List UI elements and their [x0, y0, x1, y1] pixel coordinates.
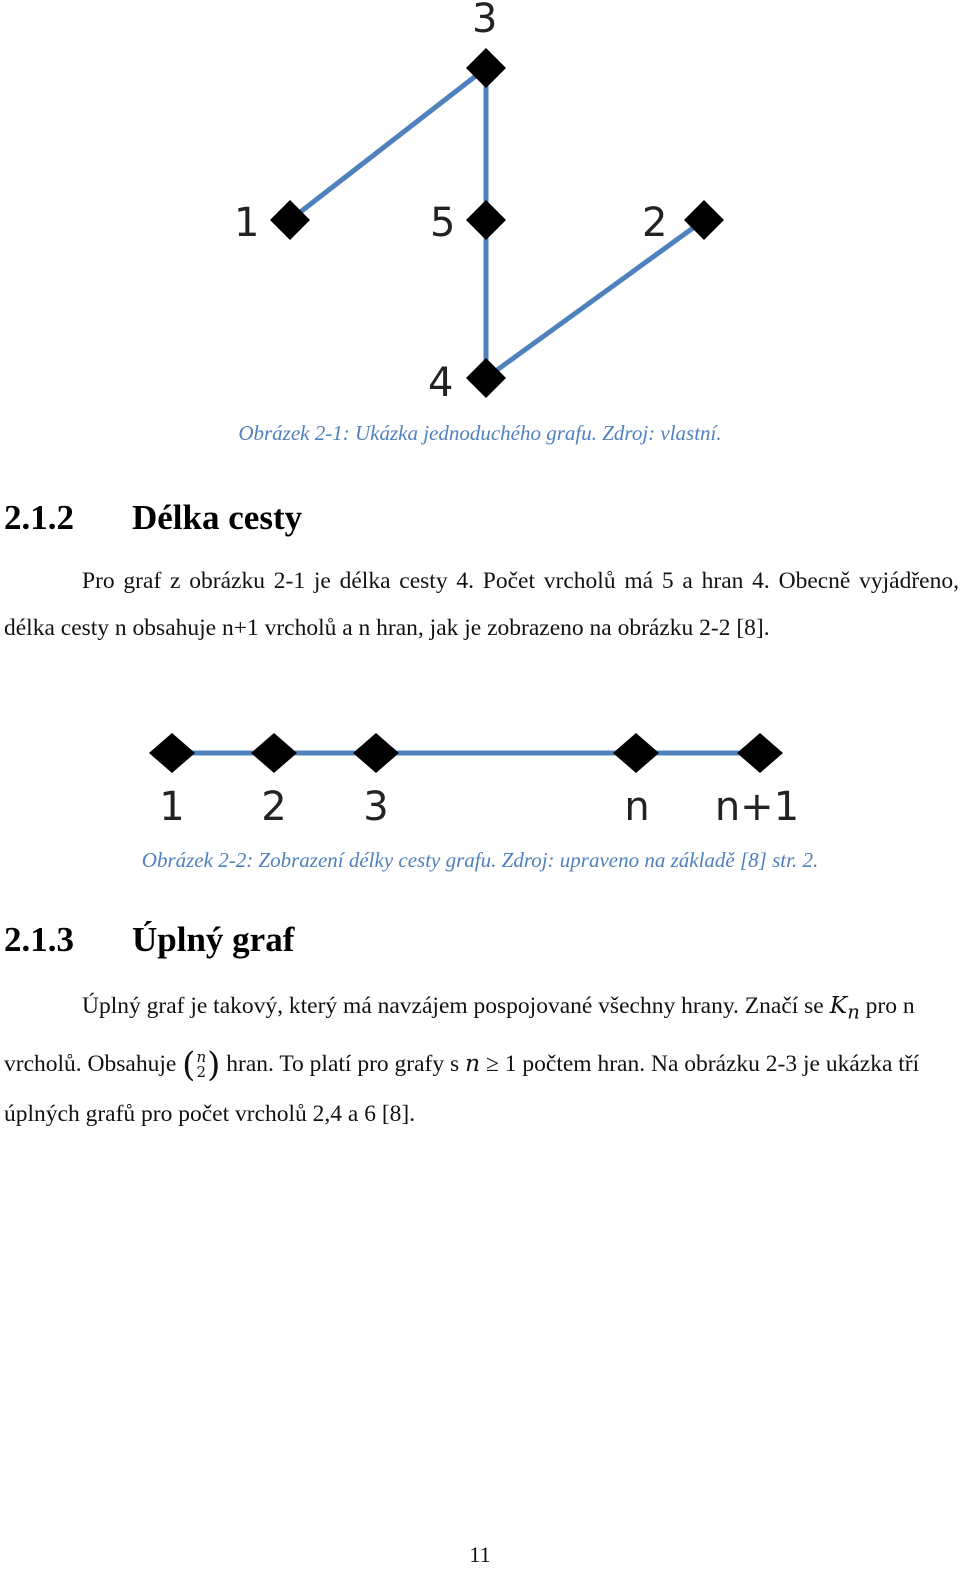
section-heading-2-1-3: 2.1.3 Úplný graf [4, 920, 294, 960]
paragraph-text-2: pro n vrcholů. Obsahuje [4, 993, 915, 1077]
node-1 [270, 200, 310, 240]
path-node-3 [353, 733, 399, 773]
complete-graph-symbol: Kn [829, 991, 860, 1024]
path-label-1: 1 [159, 784, 184, 830]
path-label-n: n [624, 784, 649, 830]
edge-4-2 [483, 217, 707, 381]
paragraph-text-3: hran. To platí pro grafy s [226, 1050, 460, 1077]
paragraph-text-1: Úplný graf je takový, který má navzájem … [82, 993, 824, 1019]
figure-2-2-path: 1 2 3 n n+1 [149, 733, 799, 830]
path-label-2: 2 [261, 784, 286, 830]
path-label-3: 3 [363, 784, 388, 830]
graph-edges [287, 65, 707, 381]
paragraph-text-4: počtem hran. Na obrázku 2-3 je ukázka tř… [4, 1050, 920, 1127]
path-node-n [613, 733, 659, 773]
figure-2-1-graph: 3 1 5 2 4 [234, 0, 724, 406]
section-number: 2.1.3 [4, 920, 74, 959]
node-label-4: 4 [428, 360, 453, 406]
section-title: Délka cesty [132, 498, 303, 537]
path-label-n-plus-1: n+1 [715, 784, 799, 830]
paragraph-path-length: Pro graf z obrázku 2-1 je délka cesty 4.… [4, 558, 959, 652]
paragraph-complete-graph: Úplný graf je takový, který má navzájem … [4, 980, 959, 1139]
node-2 [684, 200, 724, 240]
node-5 [466, 200, 506, 240]
node-label-2: 2 [642, 200, 667, 246]
path-node-2 [251, 733, 297, 773]
section-number: 2.1.2 [4, 498, 74, 537]
condition-rest: ≥ 1 [486, 1050, 517, 1077]
path-node-1 [149, 733, 195, 773]
node-3 [466, 48, 506, 88]
edge-1-3 [287, 65, 489, 223]
section-title: Úplný graf [132, 920, 295, 959]
node-4 [466, 358, 506, 398]
condition-variable: n [465, 1048, 481, 1077]
graph-nodes [270, 48, 724, 398]
node-label-3: 3 [472, 0, 497, 42]
figure-2-2-caption: Obrázek 2-2: Zobrazení délky cesty grafu… [141, 848, 819, 872]
node-label-1: 1 [234, 200, 259, 246]
path-node-n-plus-1 [737, 733, 783, 773]
figure-2-1-caption: Obrázek 2-1: Ukázka jednoduchého grafu. … [238, 421, 722, 445]
page-number: 11 [469, 1542, 491, 1567]
node-label-5: 5 [430, 200, 455, 246]
section-heading-2-1-2: 2.1.2 Délka cesty [4, 498, 302, 538]
paragraph-text: Pro graf z obrázku 2-1 je délka cesty 4.… [4, 568, 959, 641]
